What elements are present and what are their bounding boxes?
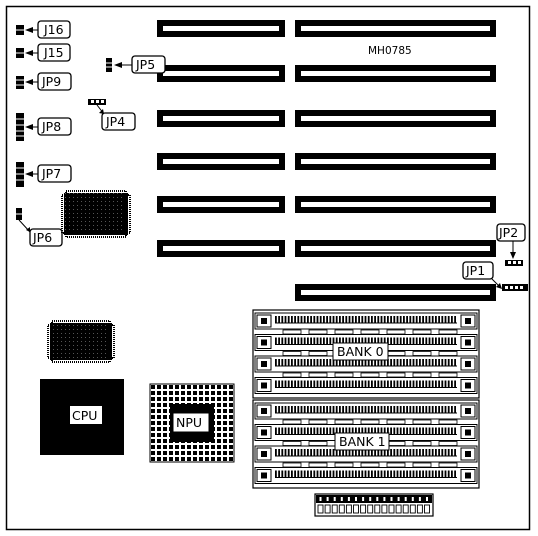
bank0-simm-4 [254,377,478,394]
jumper-j15: J15 [16,43,71,62]
jp8-label: JP8 [41,119,61,134]
npu-label: NPU [176,415,202,430]
expansion-slot-left-6 [157,240,285,257]
bottom-header-connector [314,493,434,517]
jumper-jp4: JP4 [88,99,136,131]
cpu-chip: CPU [40,379,124,455]
j15-label: J15 [43,45,64,60]
expansion-slots-right [295,20,496,301]
jp2-label: JP2 [498,225,518,240]
bank1-simm-1 [254,402,478,420]
expansion-slot-left-3 [157,110,285,127]
expansion-slot-right-1 [295,20,496,37]
cpu-label: CPU [72,408,97,423]
j16-label: J16 [43,22,64,37]
jumper-jp2: JP2 [496,223,526,266]
bank-1-label: BANK 1 [339,434,386,449]
expansion-slot-left-4 [157,153,285,170]
expansion-slot-right-7 [295,284,496,301]
bank0-simm-3 [254,355,478,373]
memory-bank-0 [252,309,480,399]
jumper-jp5: JP5 [106,55,166,74]
bank-0-label-box: BANK 0 [332,342,389,361]
jumper-jp6: JP6 [16,208,63,247]
bank-0-label: BANK 0 [337,344,384,359]
jp5-label: JP5 [135,57,155,72]
expansion-slots-left [157,20,285,257]
jp9-label: JP9 [41,74,61,89]
expansion-slot-right-4 [295,153,496,170]
expansion-slot-left-5 [157,196,285,213]
jp4-label: JP4 [105,114,125,129]
expansion-slot-right-6 [295,240,496,257]
bank1-simm-3 [254,445,478,463]
jumper-jp7: JP7 [16,162,72,187]
qfp-chip-upper [61,190,131,238]
jp7-label: JP7 [41,166,61,181]
bank1-simm-4 [254,467,478,484]
jumper-jp1: JP1 [462,261,528,291]
jumper-j16: J16 [16,20,71,39]
jp1-label: JP1 [465,263,485,278]
expansion-slot-left-2 [157,65,285,82]
bank-1-label-box: BANK 1 [334,432,390,451]
expansion-slot-right-5 [295,196,496,213]
expansion-slot-right-3 [295,110,496,127]
qfp-chip-lower [47,320,115,363]
jumper-jp9: JP9 [16,72,72,91]
model-code-label: MH0785 [368,45,412,57]
npu-socket: NPU [149,383,235,463]
bank0-simm-1 [254,312,478,330]
expansion-slot-right-2 [295,65,496,82]
expansion-slot-left-1 [157,20,285,37]
jp6-label: JP6 [32,230,52,245]
jumper-jp8: JP8 [16,113,72,141]
